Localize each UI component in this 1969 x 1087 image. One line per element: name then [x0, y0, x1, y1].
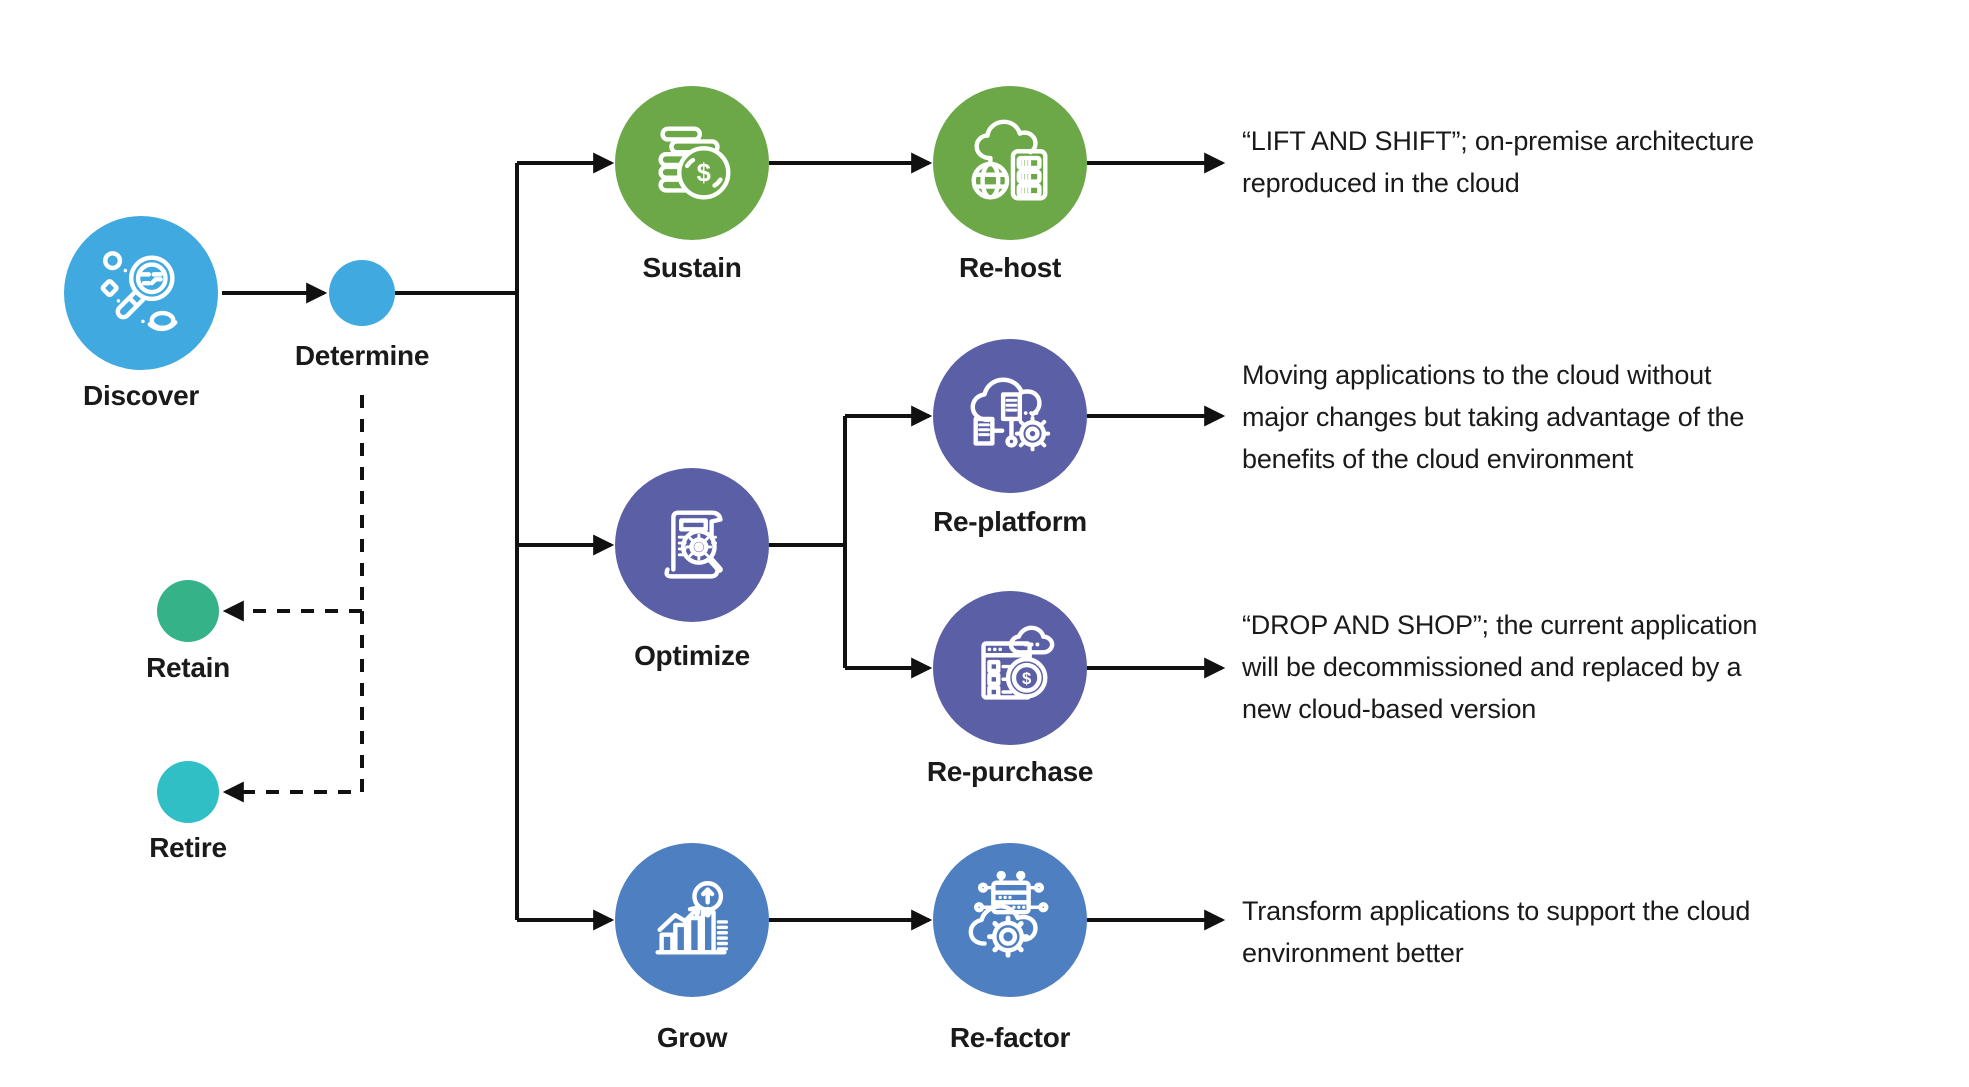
retire-node — [157, 761, 219, 823]
discover-node — [64, 216, 218, 370]
dollar-glyph: $ — [1022, 669, 1032, 688]
rehost-description: “LIFT AND SHIFT”; on-premise architectur… — [1242, 126, 1754, 198]
repurchase-shop-icon: $ — [981, 625, 1055, 700]
refactor-description: Transform applications to support the cl… — [1242, 896, 1751, 968]
replatform-cloud-docs-gear-icon — [970, 377, 1051, 452]
refactor-server-gear-icon — [968, 871, 1049, 958]
discover-search-icon — [100, 251, 178, 332]
discover-label: Discover — [83, 380, 199, 411]
replatform-label: Re-platform — [933, 506, 1087, 537]
sustain-coins-icon: $ — [658, 126, 731, 200]
dollar-glyph: $ — [697, 160, 711, 188]
optimize-label: Optimize — [634, 640, 750, 671]
dashed-arrow-determine-to-retire — [222, 395, 364, 803]
optimize-node — [615, 468, 769, 622]
determine-label: Determine — [294, 340, 430, 371]
replatform-node — [933, 339, 1087, 493]
replatform-description: Moving applications to the cloud without… — [1242, 360, 1745, 474]
determine-node — [329, 260, 395, 326]
grow-node — [615, 843, 769, 997]
retain-label: Retain — [146, 652, 230, 683]
retain-node — [157, 580, 219, 642]
sustain-label: Sustain — [642, 252, 742, 283]
rehost-label: Re-host — [958, 252, 1062, 283]
repurchase-label: Re-purchase — [926, 756, 1094, 787]
repurchase-node: $ — [933, 591, 1087, 745]
grow-chart-icon — [655, 881, 729, 955]
repurchase-description: “DROP AND SHOP”; the current application… — [1242, 610, 1758, 724]
refactor-node — [933, 843, 1087, 997]
rehost-node — [933, 86, 1087, 240]
sustain-node: $ — [615, 86, 769, 240]
optimize-audit-icon — [664, 510, 723, 579]
refactor-label: Re-factor — [949, 1022, 1071, 1053]
retire-label: Retire — [149, 832, 227, 863]
rehost-cloud-server-icon — [971, 119, 1048, 201]
grow-label: Grow — [656, 1022, 728, 1053]
